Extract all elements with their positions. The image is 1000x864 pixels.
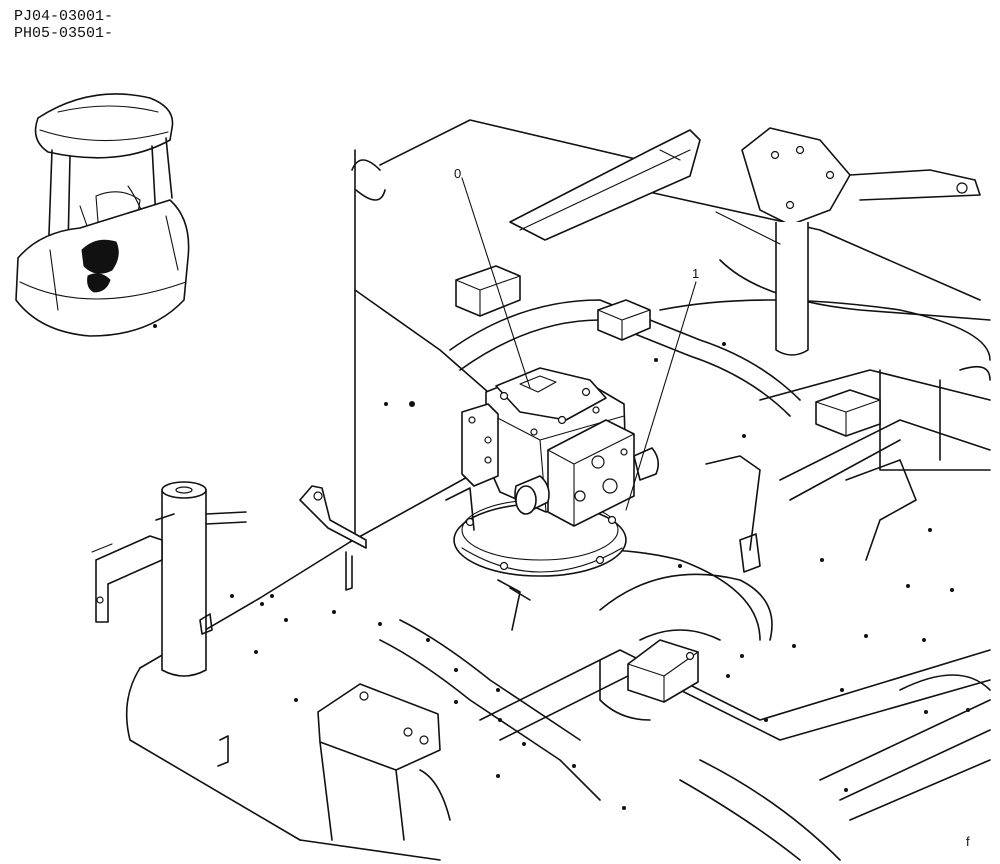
upper-block-mid [597,299,651,341]
corner-mark: f [966,834,970,849]
callout-0: 0 [454,166,461,181]
machine-overview-inset [15,93,190,337]
serial-line-1: PJ04-03001- [14,8,114,25]
top-bracket-panel [509,129,701,241]
callout-leaders: 0 1 [454,166,699,511]
upper-block-left [455,265,521,317]
front-right-block [627,639,699,703]
swing-motor-assembly [445,367,660,631]
serial-line-2: PH05-03501- [14,25,114,42]
left-post [91,481,247,677]
callout-1: 1 [692,266,699,281]
small-bracket-center-left [199,485,367,767]
right-mount-plate [715,127,981,356]
serial-number-block: PJ04-03001- PH05-03501- [14,8,113,42]
deck-bolt-holes [230,342,970,810]
right-side-block [705,389,917,573]
front-mount-block [317,683,441,841]
